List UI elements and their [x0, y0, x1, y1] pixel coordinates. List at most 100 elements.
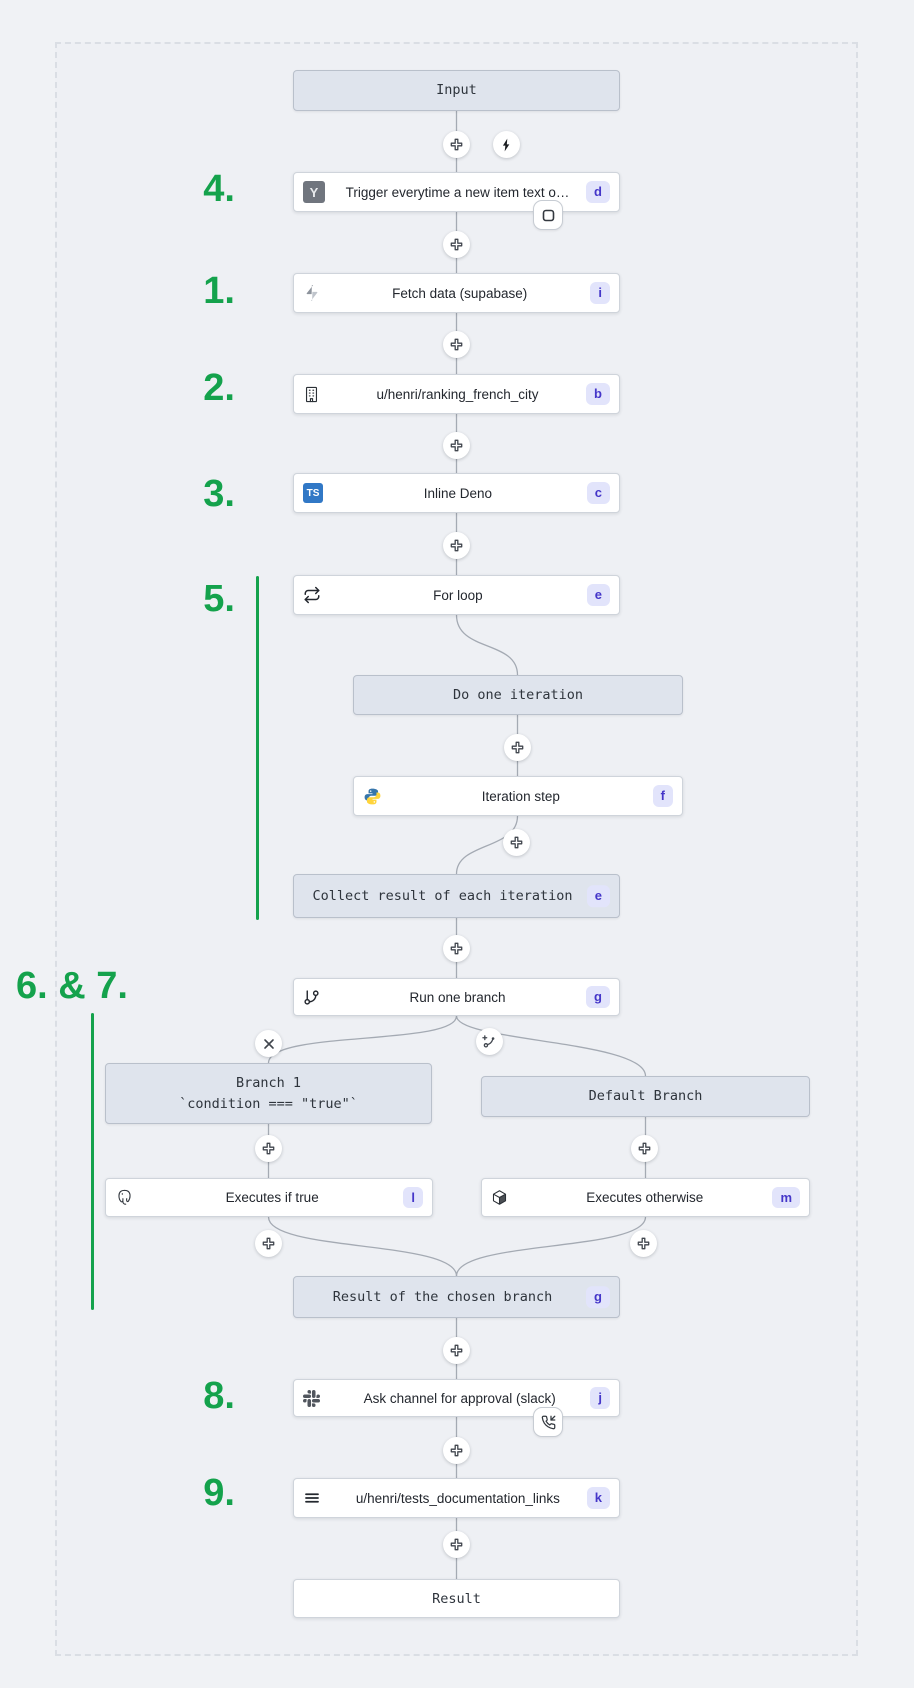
plus-icon — [450, 942, 463, 955]
node-result[interactable]: Result — [293, 1579, 620, 1618]
plus-icon — [450, 238, 463, 251]
node-badge: c — [586, 482, 610, 504]
node-badge: f — [652, 785, 673, 807]
x-icon — [263, 1038, 274, 1049]
node-label: Trigger everytime a new item text o… — [345, 184, 570, 200]
add-step-button[interactable] — [443, 935, 470, 962]
add-step-button[interactable] — [443, 532, 470, 559]
node-trigger[interactable]: Y Trigger everytime a new item text o… d — [293, 172, 620, 212]
node-fetch-data[interactable]: Fetch data (supabase) i — [293, 273, 620, 313]
menu-lines-icon — [303, 1489, 329, 1507]
annotation-8: 8. — [203, 1375, 235, 1417]
node-input[interactable]: Input — [293, 70, 620, 111]
plus-icon — [511, 741, 524, 754]
cube-icon — [491, 1189, 517, 1206]
node-inline-deno[interactable]: TS Inline Deno c — [293, 473, 620, 513]
node-label: Executes if true — [225, 1190, 319, 1205]
plus-icon — [450, 338, 463, 351]
supabase-icon — [303, 284, 329, 302]
node-do-one-iteration[interactable]: Do one iteration — [353, 675, 683, 715]
node-iteration-step[interactable]: Iteration step f — [353, 776, 683, 816]
add-step-button[interactable] — [443, 432, 470, 459]
node-executes-otherwise[interactable]: Executes otherwise m — [481, 1178, 810, 1217]
annotation-5: 5. — [203, 578, 235, 620]
node-label: Ask channel for approval (slack) — [363, 1390, 556, 1406]
stop-trigger-button[interactable] — [533, 200, 563, 230]
node-label: u/henri/tests_documentation_links — [355, 1490, 560, 1506]
branch-condition: `condition === "true"` — [179, 1095, 358, 1112]
add-step-button[interactable] — [631, 1135, 658, 1162]
node-badge: i — [590, 282, 610, 304]
node-label: For loop — [433, 587, 483, 603]
node-ranking-french-city[interactable]: u/henri/ranking_french_city b — [293, 374, 620, 414]
trigger-lightning-button[interactable] — [493, 131, 520, 158]
node-default-branch[interactable]: Default Branch — [481, 1076, 810, 1117]
node-label: Run one branch — [409, 989, 506, 1005]
git-branch-icon — [303, 989, 329, 1006]
annotation-9: 9. — [203, 1472, 235, 1514]
node-label: Inline Deno — [423, 485, 493, 501]
node-badge: e — [586, 885, 610, 907]
plus-icon — [637, 1237, 650, 1250]
add-branch-button[interactable] — [476, 1028, 503, 1055]
node-badge: g — [586, 986, 610, 1008]
add-step-button[interactable] — [630, 1230, 657, 1257]
node-label: Executes otherwise — [586, 1190, 704, 1205]
plus-icon — [638, 1142, 651, 1155]
add-step-button[interactable] — [443, 131, 470, 158]
node-collect-result[interactable]: Collect result of each iteration e — [293, 874, 620, 918]
remove-branch-button[interactable] — [255, 1030, 282, 1057]
node-badge: e — [586, 584, 610, 606]
add-step-button[interactable] — [504, 734, 531, 761]
add-step-button[interactable] — [255, 1135, 282, 1162]
building-icon — [303, 386, 329, 403]
python-icon — [363, 787, 389, 806]
node-badge: b — [586, 383, 610, 405]
stop-square-icon — [542, 209, 554, 221]
node-badge: m — [772, 1186, 800, 1209]
node-tests-documentation-links[interactable]: u/henri/tests_documentation_links k — [293, 1478, 620, 1518]
add-step-button[interactable] — [255, 1230, 282, 1257]
annotation-6-7: 6. & 7. — [16, 965, 128, 1007]
node-label: Result of the chosen branch — [332, 1288, 553, 1305]
node-for-loop[interactable]: For loop e — [293, 575, 620, 615]
node-badge: g — [586, 1286, 610, 1308]
node-label: Iteration step — [481, 788, 560, 804]
y-square-icon: Y — [303, 181, 329, 203]
node-label: Fetch data (supabase) — [392, 285, 528, 301]
typescript-icon: TS — [303, 483, 329, 503]
branch-title: Branch 1 — [235, 1075, 302, 1092]
node-label: Collect result of each iteration — [312, 887, 573, 904]
node-ask-approval[interactable]: Ask channel for approval (slack) j — [293, 1379, 620, 1417]
node-label: Do one iteration — [452, 686, 584, 703]
add-step-button[interactable] — [443, 1337, 470, 1364]
add-step-button[interactable] — [443, 1531, 470, 1558]
plus-icon — [450, 539, 463, 552]
node-badge: j — [590, 1387, 610, 1409]
annotation-1: 1. — [203, 270, 235, 312]
postgresql-icon — [115, 1188, 141, 1207]
annotation-3: 3. — [203, 473, 235, 515]
plus-icon — [510, 836, 523, 849]
plus-icon — [450, 1538, 463, 1551]
node-run-one-branch[interactable]: Run one branch g — [293, 978, 620, 1016]
phone-incoming-icon — [541, 1415, 555, 1429]
slack-icon — [303, 1389, 329, 1407]
node-badge: l — [403, 1186, 423, 1209]
branch-plus-icon — [482, 1035, 495, 1048]
node-executes-if-true[interactable]: Executes if true l — [105, 1178, 433, 1217]
node-result-of-branch[interactable]: Result of the chosen branch g — [293, 1276, 620, 1318]
add-step-button[interactable] — [443, 331, 470, 358]
suspend-step-button[interactable] — [533, 1407, 563, 1437]
node-branch-1[interactable]: Branch 1 `condition === "true"` — [105, 1063, 432, 1124]
lightning-icon — [502, 138, 509, 151]
annotation-4: 4. — [203, 168, 235, 210]
node-badge: d — [586, 181, 610, 203]
add-step-button[interactable] — [443, 1437, 470, 1464]
add-step-button[interactable] — [503, 829, 530, 856]
add-step-button[interactable] — [443, 231, 470, 258]
plus-icon — [450, 138, 463, 151]
plus-icon — [262, 1142, 275, 1155]
annotation-2: 2. — [203, 367, 235, 409]
